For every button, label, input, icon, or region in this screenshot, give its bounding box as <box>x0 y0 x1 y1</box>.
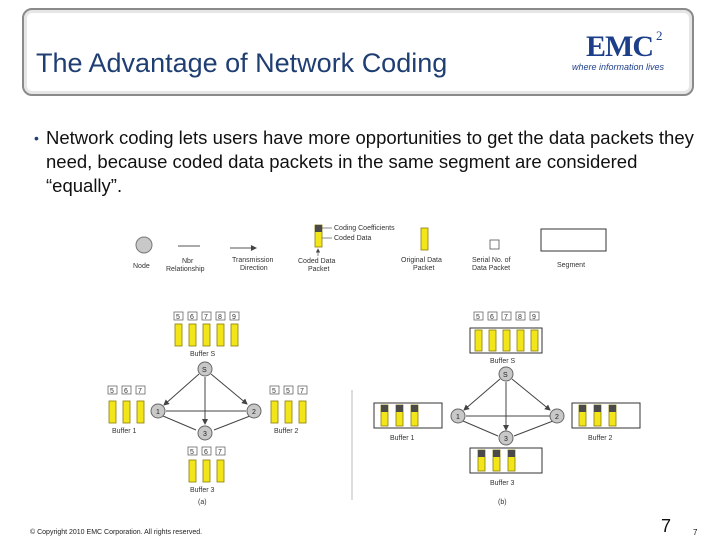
diagram-b-edges <box>462 378 554 437</box>
diagram-a-buffer-1-packets <box>108 400 145 424</box>
svg-text:S: S <box>202 367 207 374</box>
legend-serial-label-2: Data Packet <box>472 265 510 272</box>
svg-text:3: 3 <box>504 436 508 443</box>
svg-text:9: 9 <box>232 314 236 321</box>
diagram-b-node-1 <box>450 408 466 424</box>
slide-title: The Advantage of Network Coding <box>36 48 448 78</box>
legend-original-packet-icon <box>420 227 429 251</box>
svg-text:3: 3 <box>203 431 207 438</box>
legend-segment-icon <box>540 228 607 252</box>
svg-text:5: 5 <box>272 388 276 395</box>
diagram-b-buffer-s-packets <box>474 329 539 352</box>
diagram-b-caption: (b) <box>498 499 507 506</box>
svg-text:6: 6 <box>190 314 194 321</box>
diagram-b-node-s <box>498 366 514 382</box>
diagram-a-serials-3: 5 6 7 <box>187 446 226 456</box>
svg-text:6: 6 <box>124 388 128 395</box>
copyright-notice: © Copyright 2010 EMC Corporation. All ri… <box>30 529 203 536</box>
diagram-b-buffer-s-label: Buffer S <box>490 358 515 365</box>
svg-text:1: 1 <box>156 409 160 416</box>
legend-node-label: Node <box>133 263 150 270</box>
svg-text:5: 5 <box>476 314 480 321</box>
diagram-a: 5 6 7 8 9 Buffer S 5 6 7 Buffer 1 <box>107 311 308 506</box>
diagram-a-buffer-3-label: Buffer 3 <box>190 487 214 494</box>
diagram-a-buffer-s-packets <box>174 323 239 347</box>
svg-text:6: 6 <box>490 314 494 321</box>
diagram-a-edges <box>162 373 251 431</box>
diagram-b-node-3 <box>498 430 514 446</box>
legend-coded-data-label: Coded Data <box>334 235 371 242</box>
diagram-a-node-2 <box>246 403 262 419</box>
svg-text:9: 9 <box>532 314 536 321</box>
legend-coefficient-label: Coding Coefficients <box>334 225 395 232</box>
svg-text:1: 1 <box>456 414 460 421</box>
logo-wordmark: EMC <box>586 30 654 63</box>
diagram-b-buffer-3-label: Buffer 3 <box>490 480 514 487</box>
diagram-b-buffer-1-packets <box>380 404 419 427</box>
legend-node-icon <box>135 236 153 254</box>
svg-text:7: 7 <box>218 449 222 456</box>
svg-text:7: 7 <box>204 314 208 321</box>
diagram-a-serials-1: 5 6 7 <box>107 385 146 395</box>
diagram-b-buffer-2-packets <box>578 404 617 427</box>
svg-text:5: 5 <box>110 388 114 395</box>
legend-original-label-2: Packet <box>413 265 434 272</box>
diagram-b-buffer-3-packets <box>477 449 516 472</box>
svg-text:8: 8 <box>518 314 522 321</box>
svg-text:6: 6 <box>204 449 208 456</box>
diagram-b-buffer-2-label: Buffer 2 <box>588 435 612 442</box>
diagram-a-buffer-s-label: Buffer S <box>190 351 215 358</box>
legend-transmission-label-2: Direction <box>240 265 268 272</box>
diagram-a-buffer-1-label: Buffer 1 <box>112 428 136 435</box>
svg-text:7: 7 <box>504 314 508 321</box>
diagram-a-buffer-2-label: Buffer 2 <box>274 428 298 435</box>
diagram-a-serials-s: 5 6 7 8 9 <box>173 311 240 321</box>
legend-serial-label-1: Serial No. of <box>472 257 511 264</box>
bullet-text: Network coding lets users have more oppo… <box>46 127 694 196</box>
diagram-b-node-2 <box>549 408 565 424</box>
page-number-small: 7 <box>693 528 698 537</box>
legend-nbr-label-2: Relationship <box>166 266 205 273</box>
svg-text:S: S <box>503 372 508 379</box>
svg-text:2: 2 <box>252 409 256 416</box>
legend-serial-icon <box>489 239 500 250</box>
svg-text:2: 2 <box>555 414 559 421</box>
svg-text:8: 8 <box>218 314 222 321</box>
logo-superscript: 2 <box>656 28 663 43</box>
diagram-a-buffer-2-packets <box>270 400 307 424</box>
diagram-a-node-3 <box>197 425 213 441</box>
diagram-b: 5 6 7 8 9 Buffer S Buffer 1 <box>373 311 641 506</box>
legend-coded-packet-label-2: Packet <box>308 266 329 273</box>
legend-nbr-label-1: Nbr <box>182 258 194 265</box>
diagram-b-buffer-1-label: Buffer 1 <box>390 435 414 442</box>
legend-coefficient-icon <box>315 225 322 232</box>
legend-segment-label: Segment <box>557 262 585 269</box>
title-frame <box>22 8 694 96</box>
svg-text:5: 5 <box>190 449 194 456</box>
svg-text:5: 5 <box>286 388 290 395</box>
legend-transmission-label-1: Transmission <box>232 257 273 264</box>
diagram-b-serials-s: 5 6 7 8 9 <box>473 311 540 321</box>
svg-text:7: 7 <box>138 388 142 395</box>
emc-logo: EMC 2 where information lives <box>572 28 672 78</box>
diagram-a-node-1 <box>150 403 166 419</box>
legend-coded-packet-label-1: Coded Data <box>298 258 335 265</box>
diagram-a-serials-2: 5 5 7 <box>269 385 308 395</box>
diagram-a-node-s <box>197 361 213 377</box>
logo-tagline: where information lives <box>572 62 665 72</box>
svg-text:7: 7 <box>300 388 304 395</box>
bullet-dot-icon: • <box>34 130 39 146</box>
diagram-a-buffer-3-packets <box>188 459 225 483</box>
diagram-a-caption: (a) <box>198 499 207 506</box>
page-number: 7 <box>661 516 672 536</box>
legend-original-label-1: Original Data <box>401 257 442 264</box>
svg-text:5: 5 <box>176 314 180 321</box>
